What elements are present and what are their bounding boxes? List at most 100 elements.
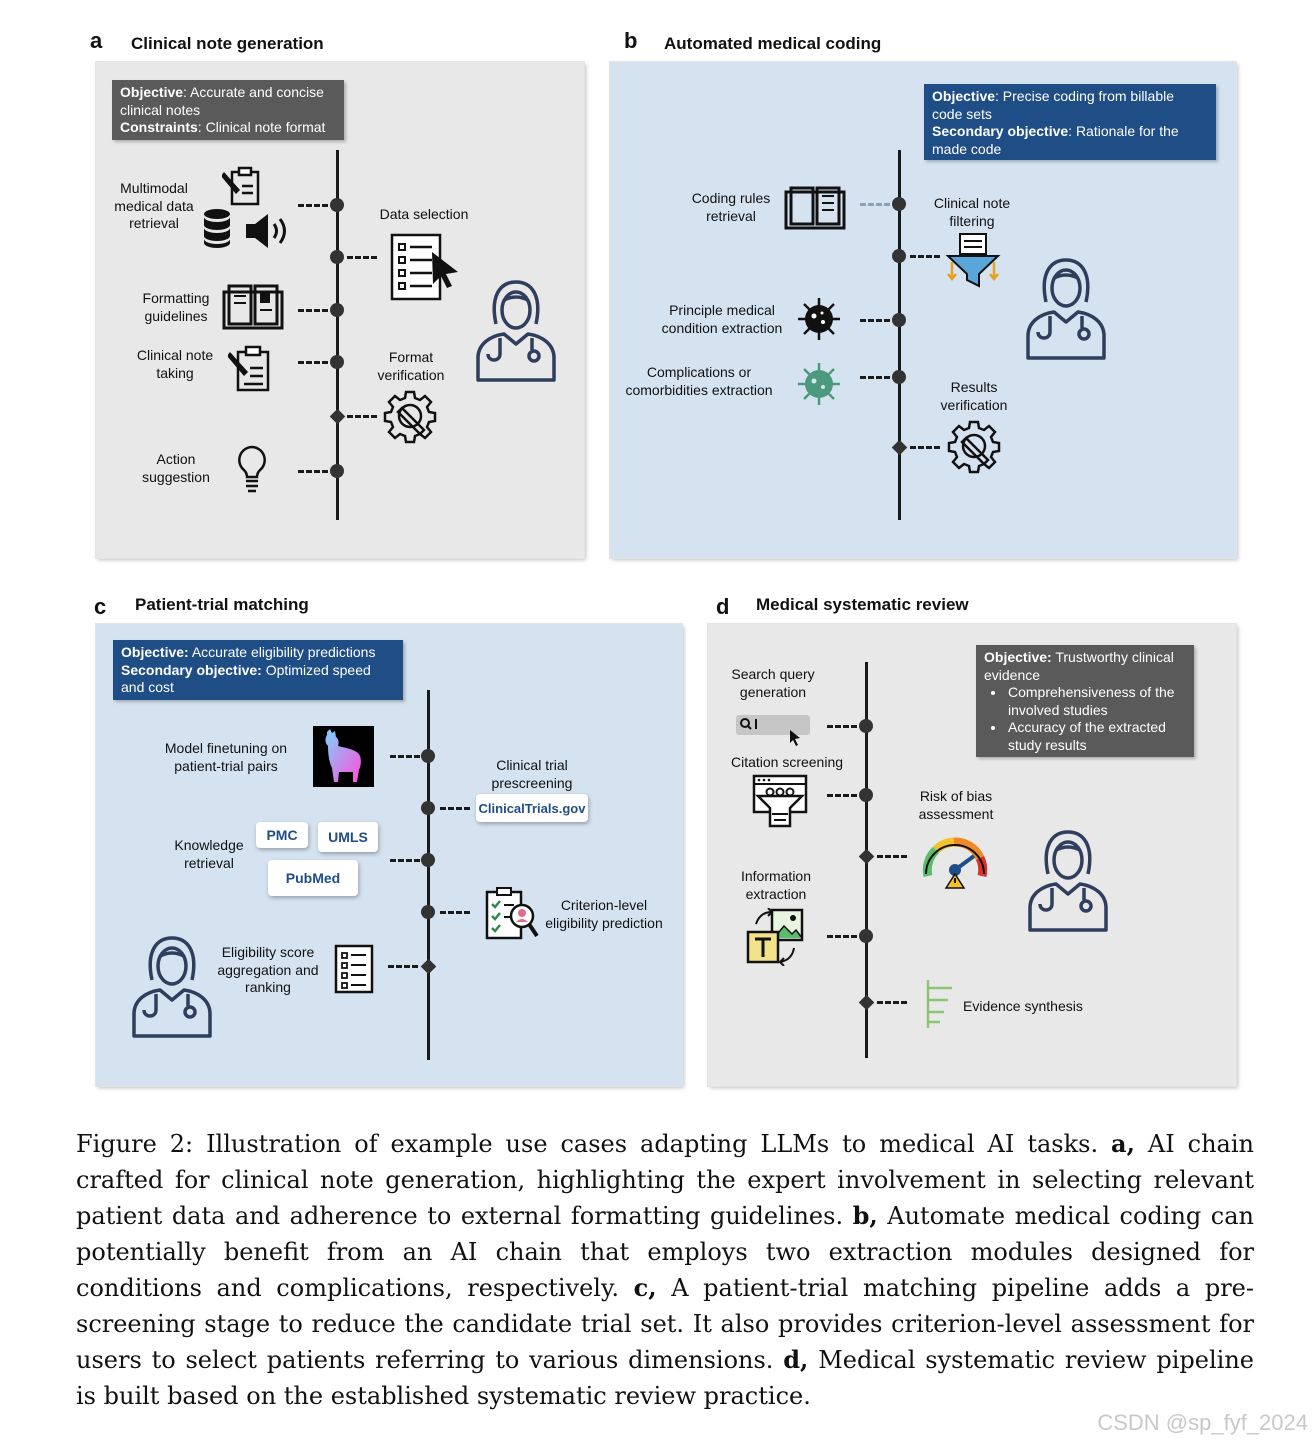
- connector: [390, 859, 420, 862]
- search-bar-icon: [736, 715, 810, 746]
- step-node: [421, 853, 435, 867]
- doctor-icon: [476, 280, 556, 382]
- step-node: [421, 749, 435, 763]
- umls-logo: UMLS: [318, 822, 378, 852]
- book-icon: [784, 186, 846, 230]
- connector: [877, 855, 907, 858]
- connector: [298, 361, 328, 364]
- connector: [347, 415, 377, 418]
- step-citation-label: Citation screening: [730, 754, 844, 770]
- step-action-label: Action suggestion: [142, 451, 210, 485]
- panel-d-letter: d: [716, 594, 730, 619]
- gauge-icon: [922, 837, 988, 889]
- clipboard-pen-icon: [222, 166, 260, 206]
- step-node: [421, 905, 435, 919]
- panel-a-letter: a: [90, 28, 103, 53]
- step-extraction-label: Information extraction: [740, 868, 812, 902]
- panel-a-timeline: [336, 150, 339, 520]
- secondary-label: Secondary objective: [932, 123, 1069, 139]
- panel-c-timeline: [427, 690, 430, 1060]
- step-node: [330, 464, 344, 478]
- virus-icon: [798, 363, 840, 405]
- doctor-icon: [132, 936, 212, 1038]
- connector: [877, 1001, 907, 1004]
- step-bias-label: Risk of bias assessment: [918, 788, 994, 822]
- step-eligibility-label: Eligibility score aggregation and rankin…: [217, 944, 319, 995]
- step-node: [330, 355, 344, 369]
- checklist-cursor-icon: [390, 233, 458, 301]
- step-node: [892, 249, 906, 263]
- gear-wrench-icon: [947, 420, 1001, 474]
- connector: [827, 794, 857, 797]
- image-text-icon: [746, 908, 804, 966]
- secondary-text: : Rationale for the made code: [932, 123, 1179, 157]
- connector: [440, 807, 470, 810]
- step-formatting-label: Formatting guidelines: [142, 290, 210, 324]
- step-note-filtering-label: Clinical note filtering: [933, 195, 1011, 229]
- funnel-note-icon: [945, 233, 1001, 288]
- panel-d-title: Medical systematic review: [756, 595, 969, 614]
- step-criterion-label: Criterion-level eligibility prediction: [545, 897, 663, 931]
- connector: [860, 319, 890, 322]
- connector: [388, 965, 418, 968]
- connector: [298, 470, 328, 473]
- objective-bullets: Comprehensiveness of the involved studie…: [984, 684, 1186, 754]
- panel-a-objective-box: Objective: Accurate and concise clinical…: [112, 80, 344, 140]
- step-principle-label: Principle medical condition extraction: [661, 302, 783, 336]
- step-node: [330, 303, 344, 317]
- watermark: CSDN @sp_fyf_2024: [1097, 1410, 1308, 1435]
- step-node: [859, 929, 873, 943]
- checklist-magnifier-icon: [485, 887, 539, 940]
- step-results-verification-label: Results verification: [940, 379, 1008, 413]
- step-synthesis-label: Evidence synthesis: [963, 998, 1083, 1014]
- connector: [440, 911, 470, 914]
- step-note-taking-label: Clinical note taking: [136, 347, 214, 381]
- panel-c-letter: c: [94, 594, 107, 619]
- objective-text: : Precise coding from billable code sets: [932, 88, 1175, 122]
- step-coding-rules-label: Coding rules retrieval: [691, 190, 771, 224]
- constraints-label: Constraints: [120, 119, 198, 135]
- step-format-verification-label: Format verification: [377, 349, 445, 383]
- panel-c-title: Patient-trial matching: [135, 595, 309, 614]
- clinicaltrials-logo: ClinicalTrials.gov: [476, 794, 588, 822]
- speaker-icon: [246, 214, 286, 248]
- step-node: [892, 197, 906, 211]
- caption-b-text: Automate medical coding can potentially …: [76, 1202, 1254, 1302]
- connector: [910, 446, 940, 449]
- objective-text: Trustworthy clinical evidence: [984, 649, 1174, 683]
- llama-icon: [313, 726, 374, 787]
- caption-d-text: Medical systematic review pipeline is bu…: [76, 1346, 1254, 1410]
- objective-text: : Accurate and concise clinical notes: [120, 84, 324, 118]
- connector: [827, 935, 857, 938]
- caption-a-label: a,: [1111, 1129, 1135, 1158]
- secondary-text: Optimized speed and cost: [121, 661, 371, 696]
- secondary-label: Secondary objective:: [121, 661, 262, 678]
- step-search-label: Search query generation: [731, 666, 815, 700]
- connector: [827, 725, 857, 728]
- objective-text: Accurate eligibility predictions: [188, 644, 376, 660]
- step-multimodal-label: Multimodal medical data retrieval: [114, 180, 194, 231]
- doctor-icon: [1026, 258, 1106, 360]
- objective-bullet: Comprehensiveness of the involved studie…: [1006, 684, 1186, 719]
- pubmed-logo: PubMed: [268, 860, 358, 896]
- panel-b-timeline: [898, 150, 901, 520]
- objective-label: Objective: [120, 84, 184, 100]
- panel-b-objective-box: Objective: Precise coding from billable …: [924, 84, 1216, 160]
- caption-a-text: AI chain crafted for clinical note gener…: [76, 1130, 1254, 1230]
- lightbulb-icon: [238, 445, 266, 493]
- objective-label: Objective: [932, 88, 996, 104]
- step-node: [892, 313, 906, 327]
- connector: [860, 376, 890, 379]
- step-prescreening-label: Clinical trial prescreening: [491, 757, 573, 791]
- step-finetuning-label: Model finetuning on patient-trial pairs: [164, 740, 288, 774]
- objective-label: Objective:: [984, 649, 1052, 665]
- connector: [910, 255, 940, 258]
- step-node: [859, 788, 873, 802]
- objective-label: Objective:: [121, 644, 189, 660]
- caption-c-label: c,: [633, 1273, 657, 1302]
- caption-c-text: A patient-trial matching pipeline adds a…: [76, 1274, 1254, 1374]
- step-node: [421, 801, 435, 815]
- doctor-icon: [1028, 830, 1108, 932]
- constraints-text: : Clinical note format: [197, 119, 326, 135]
- clipboard-pen-icon: [228, 345, 270, 392]
